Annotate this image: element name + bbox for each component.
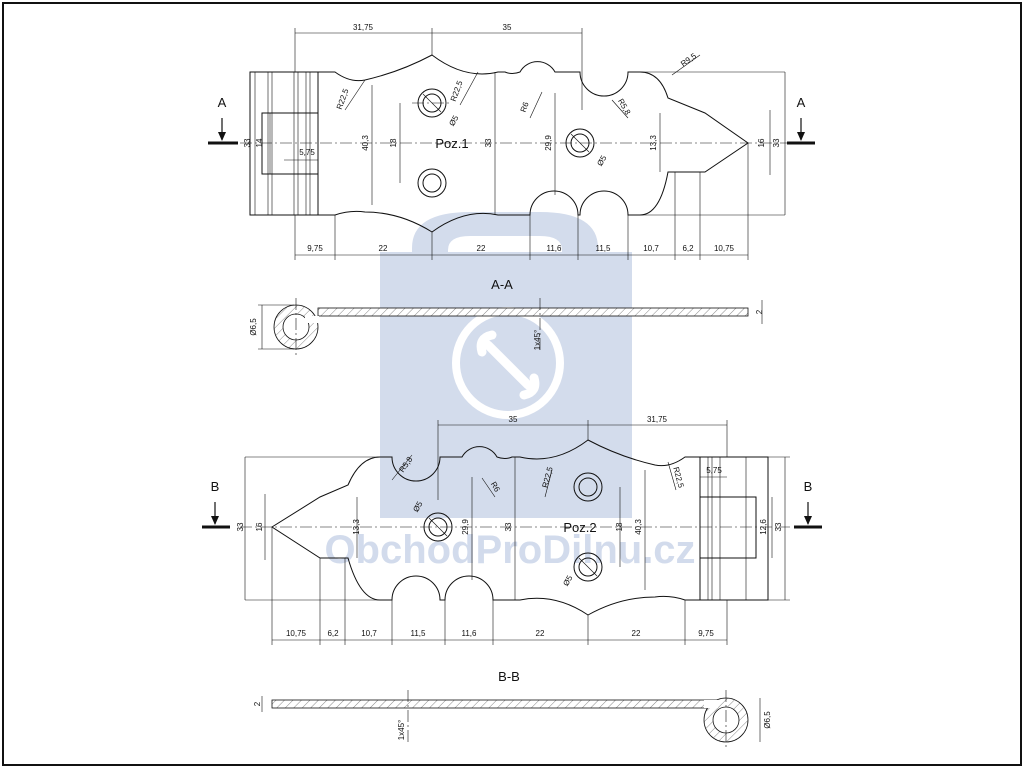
bottom-dim-b2: 6,2 — [327, 629, 339, 638]
bottom-dim-35: 35 — [509, 415, 518, 424]
bottom-dim-16: 16 — [255, 522, 264, 531]
section-b-b: B-B 2 1x45° Ø6,5 — [253, 669, 772, 750]
svg-text:B: B — [804, 479, 813, 494]
top-knuckle-slot — [261, 112, 319, 175]
top-dim-18: 18 — [389, 138, 398, 147]
bottom-hole-3 — [573, 552, 603, 582]
top-view: 31,75 35 9,75 22 22 11,6 11,5 10,7 6,2 1… — [208, 23, 815, 260]
top-dim-31-75: 31,75 — [353, 23, 374, 32]
wrench-logo-handle — [476, 330, 540, 400]
section-b-chamfer: 1x45° — [397, 720, 406, 741]
top-hole-dim-2: Ø5 — [595, 153, 608, 167]
top-dim-33-mid: 33 — [484, 138, 493, 147]
section-a-a: A-A Ø6,5 1x45° 2 — [249, 277, 764, 358]
top-radius-3: R6 — [519, 100, 531, 113]
top-dim-b3: 22 — [477, 244, 486, 253]
section-b-thickness: 2 — [253, 701, 262, 706]
bottom-dim-b4: 11,5 — [411, 629, 427, 638]
top-dim-b6: 10,7 — [643, 244, 659, 253]
top-dim-33-left: 33 — [243, 138, 252, 147]
top-dim-b7: 6,2 — [682, 244, 694, 253]
top-radius-2: R22,5 — [449, 79, 465, 103]
section-b-plate — [271, 699, 723, 709]
svg-text:A: A — [797, 95, 806, 110]
section-b-dia: Ø6,5 — [763, 711, 772, 729]
top-dim-b5: 11,5 — [596, 244, 612, 253]
section-b-label: B-B — [498, 669, 520, 684]
watermark-handle-gap — [448, 236, 562, 252]
bottom-dim-33-left: 33 — [236, 522, 245, 531]
top-dim-b2: 22 — [379, 244, 388, 253]
bottom-dim-18: 18 — [615, 522, 624, 531]
top-dim-b4: 11,6 — [547, 244, 563, 253]
bottom-plate-outline — [271, 439, 701, 616]
section-mark-b-left: B — [202, 479, 230, 529]
bottom-radius-4: R22,5 — [671, 466, 685, 489]
top-dim-40-3: 40,3 — [361, 135, 370, 151]
section-mark-b-right: B — [794, 479, 822, 529]
section-a-dia: Ø6,5 — [249, 318, 258, 336]
bottom-dim-b5: 11,6 — [462, 629, 478, 638]
bottom-dim-b6: 22 — [536, 629, 545, 638]
bottom-hole-2 — [573, 472, 603, 502]
top-hole-2 — [417, 168, 447, 198]
bottom-dim-5-75: 5,75 — [706, 466, 722, 475]
top-dim-b1: 9,75 — [307, 244, 323, 253]
section-a-label: A-A — [491, 277, 513, 292]
top-plate-outline — [317, 54, 749, 233]
section-a-thickness: 2 — [755, 309, 764, 314]
bottom-dim-40-3: 40,3 — [634, 519, 643, 535]
bottom-hole-dim-2: Ø5 — [561, 573, 574, 587]
top-dim-13-3: 13,3 — [649, 135, 658, 151]
top-part-label: Poz.1 — [435, 136, 468, 151]
bottom-hinge-knuckle — [699, 456, 769, 601]
svg-text:B: B — [211, 479, 220, 494]
bottom-dim-13-3: 13,3 — [352, 519, 361, 535]
bottom-dim-b8: 9,75 — [698, 629, 714, 638]
top-hole-dim-1: Ø5 — [447, 113, 460, 127]
bottom-dim-33-right: 33 — [774, 522, 783, 531]
bottom-dim-b7: 22 — [632, 629, 641, 638]
section-mark-a-left: A — [208, 95, 238, 145]
top-dim-33-right: 33 — [772, 138, 781, 147]
top-dim-16: 16 — [757, 138, 766, 147]
top-radius-1: R22,5 — [335, 87, 351, 111]
bottom-dim-31-75: 31,75 — [647, 415, 668, 424]
bottom-dim-b1: 10,75 — [286, 629, 307, 638]
watermark-text: ObchodProDilnu.cz — [324, 528, 695, 572]
top-dim-35: 35 — [503, 23, 512, 32]
section-a-chamfer: 1x45° — [533, 330, 542, 351]
top-dim-29-9: 29,9 — [544, 135, 553, 151]
top-dim-5-75: 5,75 — [299, 148, 315, 157]
section-a-plate — [317, 307, 749, 317]
top-dim-b8: 10,75 — [714, 244, 735, 253]
bottom-dim-12-6: 12,6 — [759, 519, 768, 535]
bottom-knuckle-slot — [699, 496, 757, 559]
bottom-part-label: Poz.2 — [563, 520, 596, 535]
svg-text:A: A — [218, 95, 227, 110]
top-radius-5: R9,5 — [679, 51, 698, 68]
bottom-dim-29-9: 29,9 — [461, 519, 470, 535]
watermark: ObchodProDilnu.cz — [324, 212, 696, 572]
bottom-view: 35 31,75 10,75 6,2 10,7 11,5 11,6 22 22 … — [202, 415, 822, 645]
bottom-dim-b3: 10,7 — [361, 629, 377, 638]
section-mark-a-right: A — [787, 95, 815, 145]
top-dim-14: 14 — [255, 138, 264, 147]
bottom-dim-33-mid: 33 — [504, 522, 513, 531]
